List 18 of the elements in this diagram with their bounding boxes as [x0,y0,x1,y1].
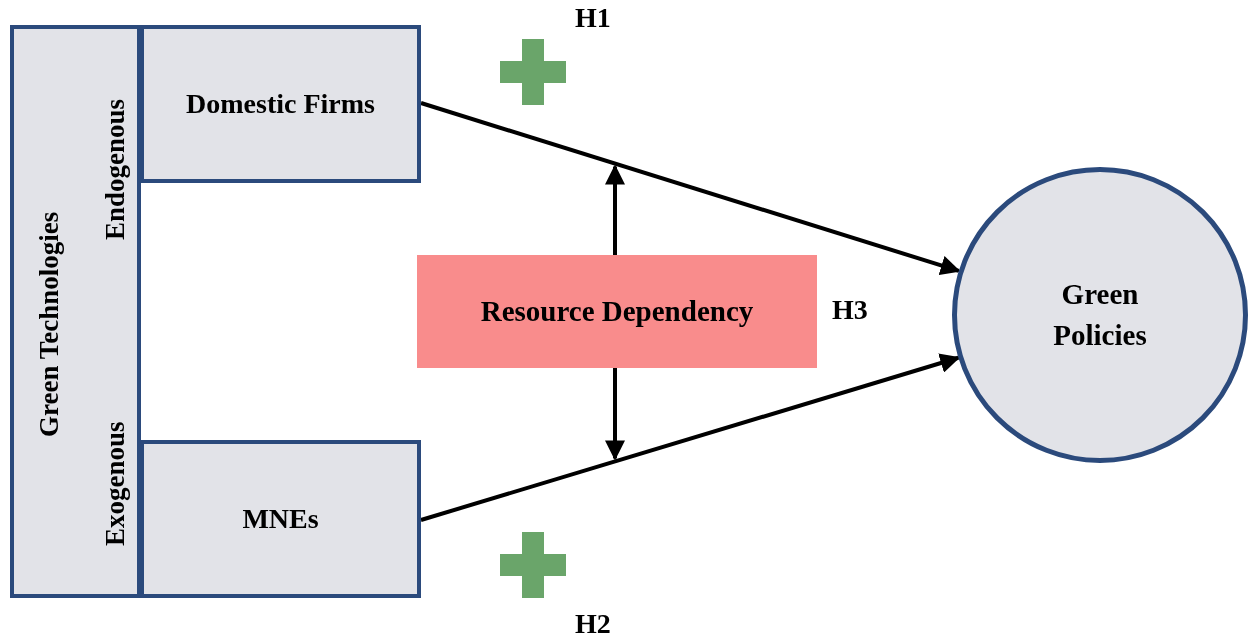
node-label: MNEs [242,503,319,535]
node-label: Green Policies [1052,277,1148,353]
category-band [10,25,141,598]
hypothesis-label: H3 [832,293,868,326]
firm-box [140,25,421,183]
moderation-arrow [605,164,625,255]
category-label: Endogenous [100,97,131,242]
hypothesis-label: H1 [575,2,611,34]
firm-box [140,440,421,598]
group-title: Green Technologies [34,210,65,439]
moderation-arrow [605,368,625,461]
category-label: Exogenous [100,420,131,549]
moderator-box [417,255,817,368]
arrow [420,101,961,276]
node-label: Resource Dependency [480,295,754,328]
arrow [420,353,961,522]
hypothesis-label: H2 [575,608,611,640]
node-label: Domestic Firms [186,88,375,120]
